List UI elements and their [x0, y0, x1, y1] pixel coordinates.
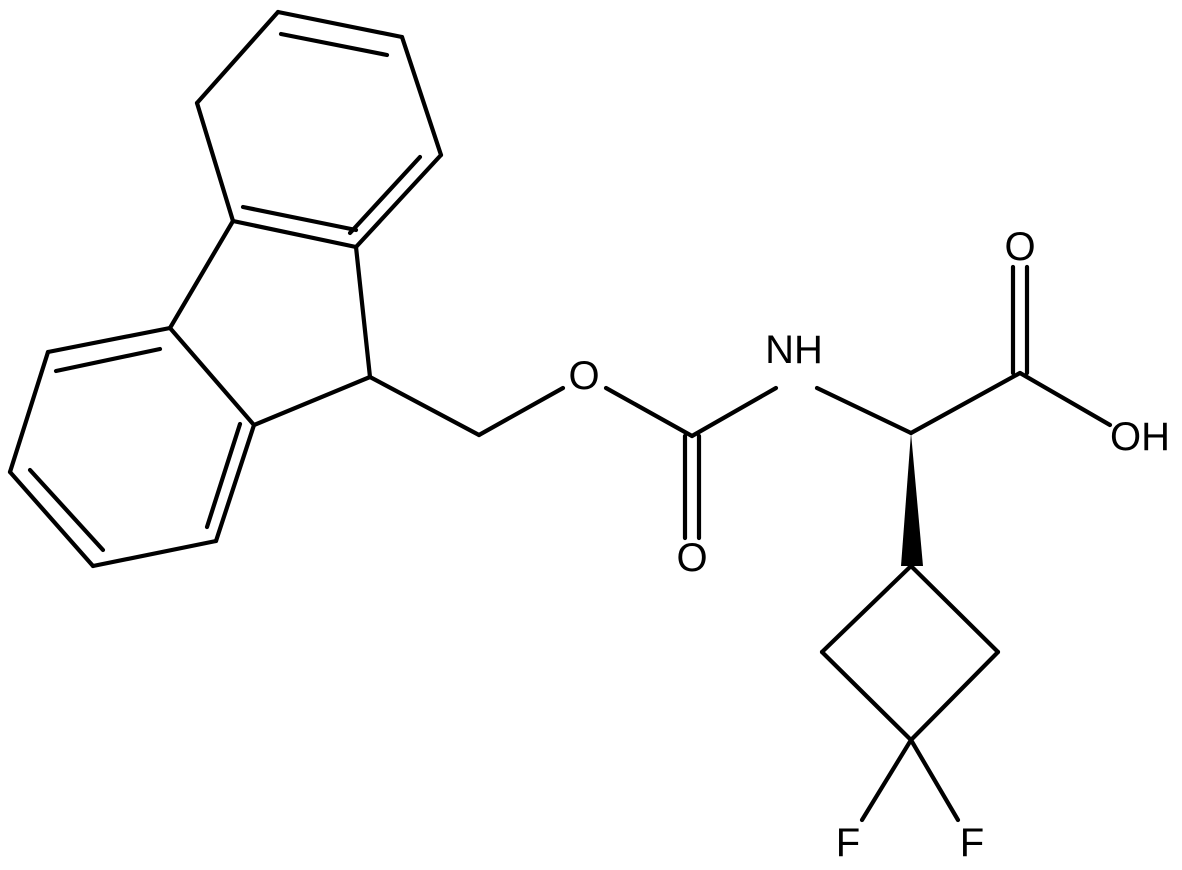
five-ring-bond-3 [251, 374, 373, 428]
ring-bottom-inner-1 [53, 346, 163, 374]
stereo-wedge-bond [901, 433, 923, 566]
atom-label-layer: O NH O O OH F F [568, 225, 1170, 865]
acid-carbonyl-oxygen-label: O [1004, 225, 1035, 269]
five-ring-bond-1 [167, 218, 236, 331]
ring-bottom-bond-6 [167, 325, 257, 428]
ring-bottom-bond-5 [213, 422, 257, 544]
ch2-o-bond [476, 385, 566, 438]
alpha-carboxyl-bond [908, 370, 1023, 436]
ring-top-bond-6 [194, 9, 281, 106]
ether-oxygen-label: O [568, 354, 599, 398]
fluorine-right-label: F [960, 821, 984, 865]
nh-label: NH [765, 328, 823, 372]
bond-layer [7, 9, 1113, 823]
cf-left-bond [859, 737, 914, 823]
ring-top-bond-4 [230, 218, 359, 250]
cf-right-bond [908, 737, 961, 823]
acid-hydroxyl-label: OH [1110, 415, 1170, 459]
o-carbonyl-bond [603, 385, 695, 439]
ring-top-bond-2 [399, 34, 444, 158]
acid-oh-bond [1017, 370, 1113, 428]
ch-ch2-bond [367, 374, 482, 438]
cyclobutane-bond-1 [908, 563, 1001, 655]
carbonyl-nh-bond [689, 385, 779, 439]
fluorine-left-label: F [836, 821, 860, 865]
nh-alpha-bond [814, 385, 914, 436]
ring-top-inner-2 [347, 154, 423, 236]
ring-bottom-bond-3 [7, 469, 96, 569]
ring-top-bond-5 [194, 100, 236, 224]
ring-top-inner-1 [278, 31, 390, 58]
ring-bottom-bond-2 [7, 349, 51, 475]
ring-top-bond-3 [353, 152, 444, 250]
ring-bottom-bond-4 [90, 538, 219, 569]
ring-bottom-inner-2 [27, 467, 106, 553]
ring-top-bond-1 [275, 9, 405, 40]
carbamate-oxygen-label: O [676, 536, 707, 580]
cyclobutane-bond-3 [819, 649, 914, 743]
ring-bottom-bond-1 [45, 325, 173, 355]
five-ring-bond-2 [353, 244, 373, 380]
cyclobutane-bond-2 [908, 649, 1001, 743]
cyclobutane-bond-4 [819, 563, 914, 655]
ring-bottom-inner-3 [204, 421, 243, 530]
ring-top-inner-3 [240, 204, 359, 233]
